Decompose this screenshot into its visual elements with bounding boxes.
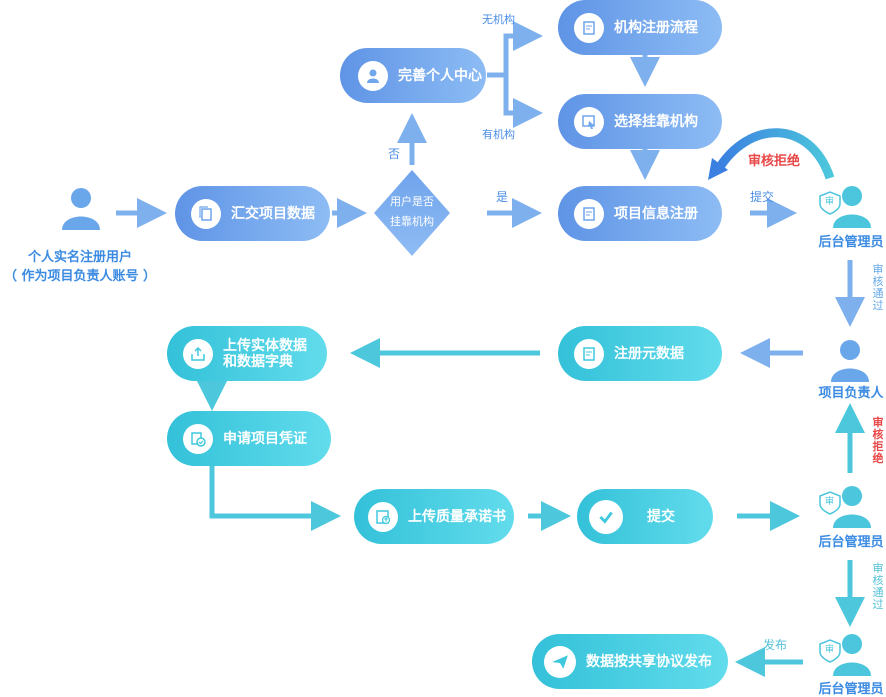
- label-has-org: 有机构: [482, 128, 515, 141]
- project-info-label: 项目信息注册: [614, 205, 698, 222]
- publish-node: 数据按共享协议发布: [532, 634, 728, 689]
- complete-profile-label: 完善个人中心: [398, 67, 482, 84]
- document-edit-icon: [574, 338, 604, 369]
- admin-3-person-icon: [819, 634, 871, 676]
- upload-box-icon: [183, 338, 213, 369]
- decision-diamond: [374, 170, 450, 256]
- reject-curve-head: [708, 158, 728, 180]
- label-yes: 是: [496, 190, 509, 204]
- files-icon: [191, 198, 221, 229]
- label-no-org: 无机构: [482, 13, 515, 26]
- label-submit-to-admin: 提交: [750, 190, 775, 204]
- checkmark-icon: [589, 499, 623, 534]
- org-register-node: 机构注册流程: [558, 0, 722, 55]
- cursor-click-icon: [574, 106, 604, 137]
- admin-2-badge: 审: [825, 497, 835, 507]
- select-org-label: 选择挂靠机构: [614, 113, 698, 130]
- document-edit-icon: [574, 198, 604, 229]
- document-edit-icon: [574, 12, 604, 43]
- document-upload-icon: [368, 501, 398, 532]
- project-info-node: 项目信息注册: [558, 186, 722, 241]
- project-lead-person-icon: [831, 340, 869, 382]
- org-register-label: 机构注册流程: [614, 19, 698, 36]
- submit-node: 提交: [577, 489, 713, 544]
- label-review-pass-1: 审核通过: [872, 263, 884, 312]
- upload-quality-label: 上传质量承诺书: [408, 508, 506, 525]
- apply-cert-label: 申请项目凭证: [223, 430, 307, 447]
- elbow-apply-to-quality: [209, 466, 341, 531]
- label-review-pass-2: 审核通过: [872, 562, 884, 611]
- user-person-icon: [62, 188, 100, 230]
- select-org-node: 选择挂靠机构: [558, 94, 722, 149]
- admin-3-badge: 审: [825, 645, 835, 655]
- label-publish: 发布: [763, 638, 788, 652]
- admin-3-label: 后台管理员: [818, 682, 884, 697]
- reject-curve: [714, 128, 835, 180]
- submit-project-label: 汇交项目数据: [231, 205, 315, 222]
- register-meta-node: 注册元数据: [558, 326, 722, 381]
- register-meta-label: 注册元数据: [614, 345, 684, 362]
- certificate-check-icon: [183, 423, 213, 454]
- admin-2-label: 后台管理员: [818, 535, 884, 550]
- branch-connector: [487, 33, 528, 113]
- paper-plane-icon: [544, 645, 576, 678]
- admin-1-badge: 审: [825, 197, 835, 207]
- submit-project-node: 汇交项目数据: [175, 186, 330, 241]
- label-review-reject-top: 审核拒绝: [748, 154, 801, 169]
- person-icon: [358, 60, 388, 91]
- upload-entity-label: 上传实体数据 和数据字典: [223, 337, 307, 370]
- publish-label: 数据按共享协议发布: [586, 653, 712, 670]
- label-no: 否: [388, 147, 401, 161]
- project-lead-label: 项目负责人: [818, 386, 884, 401]
- label-review-reject-right: 审核拒绝: [872, 416, 884, 465]
- user-role-line1: 个人实名注册用户: [27, 250, 132, 265]
- admin-1-label: 后台管理员: [818, 235, 884, 250]
- admin-1-person-icon: [819, 186, 871, 228]
- decision-label: 用户是否 挂靠机构: [390, 195, 434, 228]
- submit-label: 提交: [647, 508, 675, 525]
- complete-profile-node: 完善个人中心: [340, 48, 486, 103]
- admin-2-person-icon: [819, 486, 871, 528]
- upload-entity-node: 上传实体数据 和数据字典: [167, 326, 327, 381]
- user-role-line2: （ 作为项目负责人账号 ）: [3, 269, 157, 284]
- apply-cert-node: 申请项目凭证: [167, 411, 331, 466]
- upload-quality-node: 上传质量承诺书: [354, 489, 514, 544]
